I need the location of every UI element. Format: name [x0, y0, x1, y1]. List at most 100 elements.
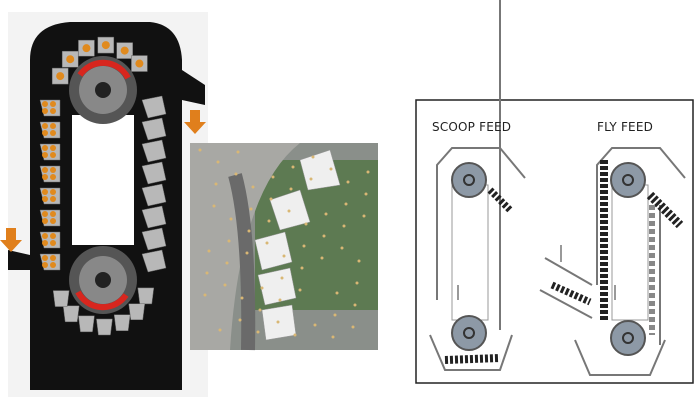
centrifugal-elevator-cutaway [0, 12, 208, 397]
grain-pellet [42, 255, 48, 261]
grain-speck [280, 276, 284, 280]
grain-speck [300, 266, 304, 270]
grain-pellet [50, 174, 56, 180]
scoop-feed-diagram [429, 0, 526, 371]
grain-speck [311, 155, 315, 159]
grain-pellet [42, 189, 48, 195]
grain-speck [346, 180, 350, 184]
grain-speck [364, 192, 368, 196]
grain-pellet [50, 101, 56, 107]
grain-pellet [50, 145, 56, 151]
grain-pellet [101, 41, 110, 50]
bucket [141, 227, 167, 251]
grain-speck [304, 222, 308, 226]
grain-speck [218, 328, 222, 332]
grain-pellet [42, 262, 48, 268]
grain-speck [251, 185, 255, 189]
rotation-arrow-icon [75, 290, 129, 311]
grain-pellet [42, 130, 48, 136]
bucket [62, 305, 80, 323]
grain-speck [320, 256, 324, 260]
top-pulley [69, 56, 137, 124]
bucket [137, 287, 155, 305]
grain-pellet [42, 211, 48, 217]
grain-speck [298, 288, 302, 292]
grain-speck [238, 318, 242, 322]
bucket [141, 117, 167, 141]
grain-speck [340, 246, 344, 250]
grain-pellet [120, 46, 129, 55]
grain-speck [205, 271, 209, 275]
grain-speck [344, 202, 348, 206]
grain-speck [282, 254, 286, 258]
grain-pellet [42, 174, 48, 180]
grain-speck [212, 204, 216, 208]
grain-pellet [50, 167, 56, 173]
grain-speck [214, 182, 218, 186]
grain-speck [256, 330, 260, 334]
grain-speck [335, 291, 339, 295]
grain-speck [366, 170, 370, 174]
grain-speck [333, 313, 337, 317]
grain-pellet [42, 108, 48, 114]
grain-pellet [82, 44, 91, 53]
grain-speck [260, 286, 264, 290]
grain-speck [287, 209, 291, 213]
grain-speck [216, 160, 220, 164]
grain-speck [331, 335, 335, 339]
grain-speck [362, 214, 366, 218]
grain-speck [322, 234, 326, 238]
grain-pellet [56, 72, 65, 81]
grain-pellet [50, 189, 56, 195]
grain-pellet [50, 218, 56, 224]
grain-speck [355, 281, 359, 285]
rotation-arrow-icon [77, 59, 131, 80]
scoop-feed-label: SCOOP FEED [432, 120, 512, 134]
grain-speck [258, 308, 262, 312]
grain-pellet [42, 123, 48, 129]
grain-pellet [50, 108, 56, 114]
grain-pellet [50, 130, 56, 136]
fly-feed-label: FLY FEED [597, 120, 654, 134]
grain-speck [289, 187, 293, 191]
grain-speck [223, 283, 227, 287]
grain-speck [229, 217, 233, 221]
grain-speck [236, 150, 240, 154]
grain-pellet [42, 152, 48, 158]
casing-inner-gap [72, 115, 134, 245]
grain-speck [249, 207, 253, 211]
grain-speck [329, 167, 333, 171]
grain-pellet [42, 218, 48, 224]
grain-speck [198, 148, 202, 152]
bucket [141, 161, 167, 185]
grain-speck [291, 165, 295, 169]
feed-comparison-panel [415, 0, 694, 384]
grain-speck [271, 175, 275, 179]
grain-pellet [50, 240, 56, 246]
grain-speck [245, 251, 249, 255]
bucket [113, 314, 131, 331]
grain-speck [309, 177, 313, 181]
inlet-arrow-icon [0, 228, 22, 252]
grain-speck [313, 323, 317, 327]
grain-speck [267, 219, 271, 223]
bucket [78, 315, 95, 333]
grain-speck [227, 239, 231, 243]
grain-pellet [42, 145, 48, 151]
grain-pellet [50, 262, 56, 268]
grain-speck [302, 244, 306, 248]
grain-pellet [50, 255, 56, 261]
discharge-arrow-icon [184, 110, 206, 134]
grain-speck [234, 172, 238, 176]
elevator-photo [190, 143, 378, 351]
grain-speck [357, 259, 361, 263]
grain-pellet [50, 211, 56, 217]
grain-speck [342, 224, 346, 228]
grain-pellet [50, 123, 56, 129]
bucket [128, 303, 146, 321]
grain-pellet [42, 196, 48, 202]
grain-speck [203, 293, 207, 297]
grain-pellet [42, 233, 48, 239]
fly-feed-diagram [539, 147, 686, 376]
